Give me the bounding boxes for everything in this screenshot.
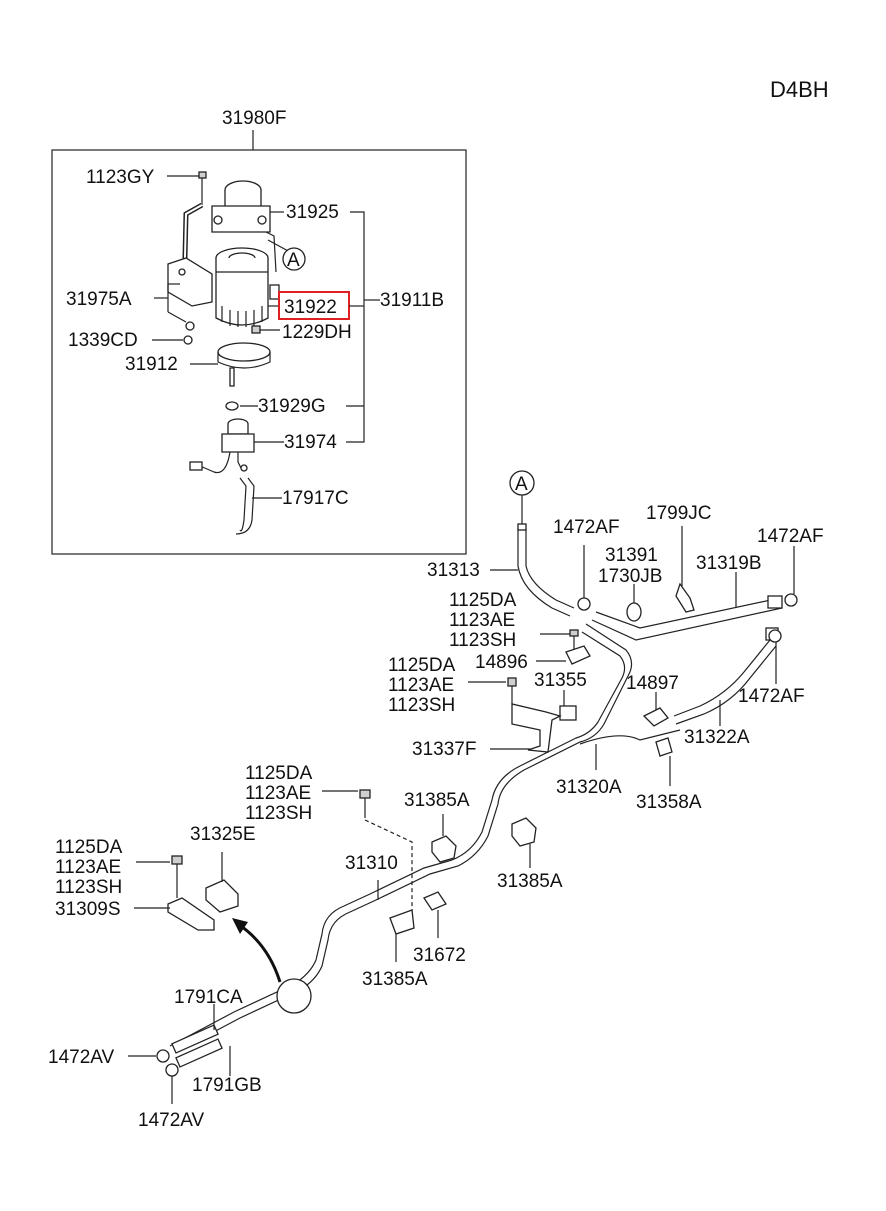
bracket-31309s-drawing: [167, 855, 239, 931]
part-31322A-label[interactable]: 31322A: [684, 727, 750, 748]
part-31337F-label[interactable]: 31337F: [412, 739, 476, 760]
part-31313-label[interactable]: 31313: [427, 560, 480, 581]
bracket-31975a-drawing: [154, 202, 213, 331]
part-1472AF-label-a[interactable]: 1472AF: [553, 517, 620, 538]
part-31911B-label[interactable]: 31911B: [380, 290, 444, 311]
clip-31672-drawing: [423, 891, 447, 911]
part-31925-label[interactable]: 31925: [286, 202, 339, 223]
part-1730JB-label[interactable]: 1730JB: [598, 566, 662, 587]
filter-element-drawing: [215, 247, 269, 327]
part-31319B-label[interactable]: 31319B: [696, 553, 762, 574]
clamp-1472af-drawing-a: [577, 597, 591, 611]
clip-31358a-drawing: [655, 737, 673, 757]
part-14896-label[interactable]: 14896: [475, 652, 528, 673]
hose-17917c-drawing: [235, 477, 255, 535]
sensor-31974-drawing: [189, 418, 255, 474]
part-31310-label[interactable]: 31310: [345, 853, 398, 874]
main-fuel-pipes-drawing: [169, 623, 681, 1053]
part-1125DA-label-c[interactable]: 1125DA: [245, 763, 313, 784]
filter-head-drawing: [211, 180, 280, 300]
clip-31385a-drawing-a: [431, 835, 457, 863]
part-31309S-label[interactable]: 31309S: [55, 899, 121, 920]
part-1123SH-label-c[interactable]: 1123SH: [245, 803, 312, 824]
nut-1339cd-drawing: [183, 335, 193, 345]
detail-circle: [276, 978, 312, 1014]
part-1123SH-label-a[interactable]: 1123SH: [449, 630, 516, 651]
part-1125DA-label-a[interactable]: 1125DA: [449, 590, 517, 611]
fuel-filter-assembly-box: [51, 149, 467, 555]
oring-31929g-drawing: [225, 401, 239, 411]
part-1125DA-label-d[interactable]: 1125DA: [55, 837, 123, 858]
part-1123AE-label-c[interactable]: 1123AE: [245, 783, 311, 804]
part-31912-label[interactable]: 31912: [125, 354, 178, 375]
part-1791CA-label[interactable]: 1791CA: [174, 987, 243, 1008]
hose-31313-drawing: [517, 523, 575, 617]
part-31975A-label[interactable]: 31975A: [66, 289, 132, 310]
part-31325E-label[interactable]: 31325E: [190, 824, 256, 845]
bolt-1123gy-drawing: [167, 171, 207, 205]
part-1123AE-label-b[interactable]: 1123AE: [388, 675, 454, 696]
screw-1229dh-drawing: [251, 325, 280, 334]
part-31385A-label-c[interactable]: 31385A: [362, 969, 428, 990]
part-1339CD-label[interactable]: 1339CD: [68, 330, 138, 351]
part-1472AV-label-b[interactable]: 1472AV: [138, 1110, 205, 1131]
clip-1799jc-drawing: [675, 582, 695, 613]
part-1472AV-label-a[interactable]: 1472AV: [48, 1047, 115, 1068]
part-31974-label[interactable]: 31974: [284, 432, 337, 453]
part-1799JC-label[interactable]: 1799JC: [646, 503, 712, 524]
part-31385A-label-a[interactable]: 31385A: [404, 790, 470, 811]
bracket-31337f-drawing: [511, 703, 562, 753]
callout-a-label: A: [287, 250, 300, 271]
part-31929G-label[interactable]: 31929G: [258, 396, 326, 417]
part-31355-label[interactable]: 31355: [534, 670, 587, 691]
part-1123AE-label-d[interactable]: 1123AE: [55, 857, 121, 878]
part-17917C-label[interactable]: 17917C: [282, 488, 349, 509]
bolt-31355-drawing: [507, 677, 577, 721]
part-1229DH-label[interactable]: 1229DH: [282, 322, 352, 343]
pipe-ends-drawing: [156, 1024, 223, 1077]
part-1123SH-label-b[interactable]: 1123SH: [388, 695, 455, 716]
bolt-14896-drawing: [565, 629, 591, 665]
part-1125DA-label-b[interactable]: 1125DA: [388, 655, 456, 676]
part-1123SH-label-d[interactable]: 1123SH: [55, 877, 122, 898]
callout-a-label-2: A: [515, 474, 528, 495]
part-31391-label[interactable]: 31391: [605, 545, 658, 566]
part-31385A-label-b[interactable]: 31385A: [497, 871, 563, 892]
detail-arrow: [237, 922, 282, 983]
clip-31385a-drawing-c: [389, 909, 415, 935]
pipe-31319b-drawing: [591, 593, 798, 641]
part-14897-label[interactable]: 14897: [626, 673, 679, 694]
callout-a-circle: [282, 247, 306, 271]
clamp-band-31912-drawing: [217, 342, 271, 387]
clip-14897-drawing: [642, 707, 669, 727]
grommet-31391-drawing: [626, 602, 642, 622]
engine-code: D4BH: [770, 77, 829, 102]
hose-31322a-drawing: [673, 627, 782, 725]
part-1123GY-label[interactable]: 1123GY: [86, 167, 155, 188]
clip-31385a-drawing-b: [511, 817, 537, 847]
part-31320A-label[interactable]: 31320A: [556, 777, 622, 798]
part-1791GB-label[interactable]: 1791GB: [192, 1075, 262, 1096]
part-1472AF-label-c[interactable]: 1472AF: [738, 686, 805, 707]
part-1123AE-label-a[interactable]: 1123AE: [449, 610, 515, 631]
part-31358A-label[interactable]: 31358A: [636, 792, 702, 813]
part-31922-label[interactable]: 31922: [284, 297, 337, 318]
part-31980F-label[interactable]: 31980F: [222, 108, 286, 129]
part-1472AF-label-b[interactable]: 1472AF: [757, 526, 824, 547]
bolt-group-c-drawing: [359, 789, 413, 926]
part-31672-label[interactable]: 31672: [413, 945, 466, 966]
